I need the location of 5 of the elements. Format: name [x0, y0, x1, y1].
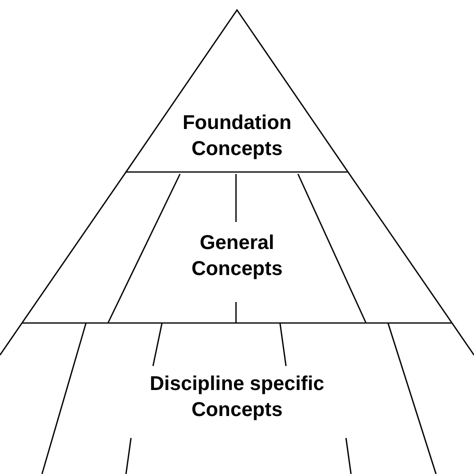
pyramid-tier	[22, 172, 452, 323]
tier-label: Discipline specific Concepts	[148, 372, 326, 423]
tier-label: Foundation Concepts	[182, 111, 292, 162]
pyramid-tier	[126, 10, 348, 172]
tier-label: General Concepts	[190, 231, 284, 282]
